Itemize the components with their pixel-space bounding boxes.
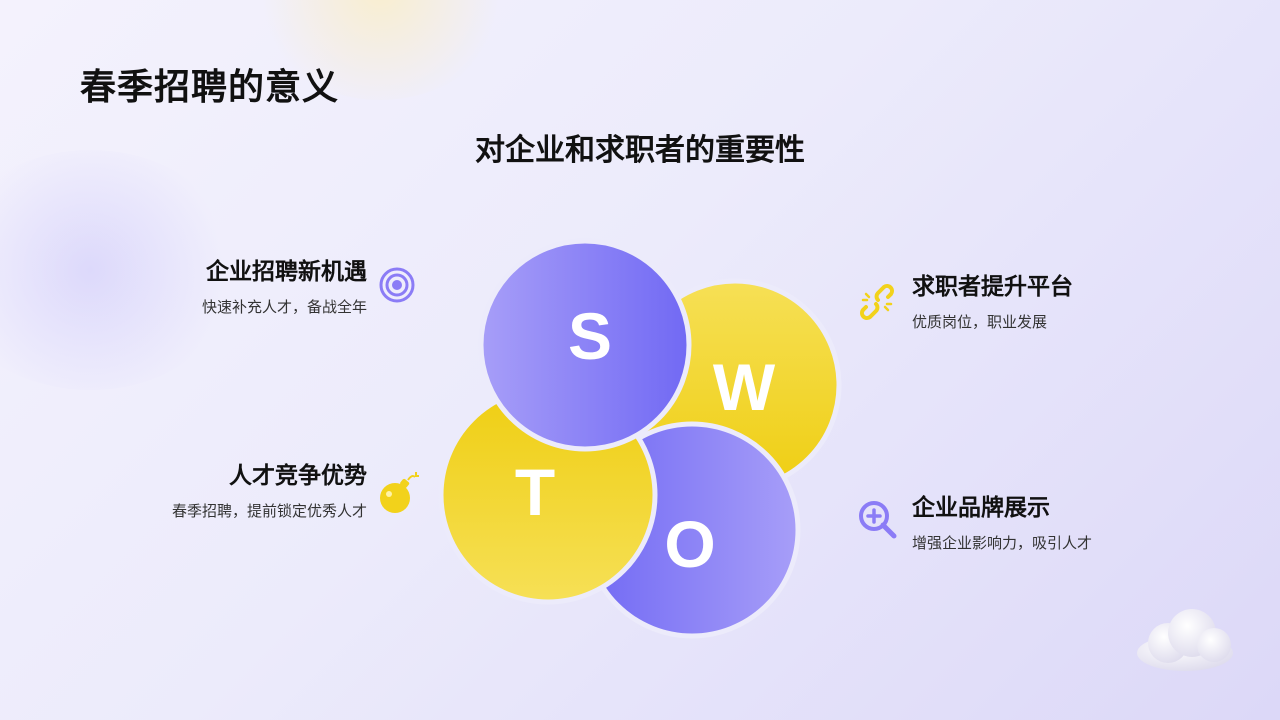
item-jobseeker-platform: 求职者提升平台 优质岗位，职业发展 (912, 267, 1073, 332)
item-heading: 企业招聘新机遇 (206, 259, 367, 285)
item-brand-showcase: 企业品牌展示 增强企业影响力，吸引人才 (912, 488, 1092, 553)
page-title: 春季招聘的意义 (80, 67, 340, 108)
item-desc: 优质岗位，职业发展 (912, 313, 1048, 331)
swot-t-letter: T (515, 455, 555, 529)
target-icon (378, 266, 416, 308)
item-heading: 求职者提升平台 (912, 274, 1073, 300)
zoom-in-icon (858, 500, 898, 544)
swot-w-letter: W (713, 350, 776, 424)
swot-o-letter: O (664, 507, 715, 581)
item-enterprise-opportunity: 企业招聘新机遇 快速补充人才，备战全年 (202, 252, 367, 317)
broken-link-icon (858, 283, 896, 325)
swot-s-letter: S (568, 299, 612, 373)
bomb-icon (377, 470, 421, 520)
cloud-decoration (1130, 605, 1240, 679)
item-heading: 人才竞争优势 (229, 463, 367, 489)
item-desc: 春季招聘，提前锁定优秀人才 (171, 502, 367, 520)
background-glow-purple (0, 150, 240, 390)
swot-diagram: S W T O (420, 225, 860, 649)
item-talent-advantage: 人才竞争优势 春季招聘，提前锁定优秀人才 (172, 456, 367, 521)
page-subtitle: 对企业和求职者的重要性 (475, 133, 805, 168)
item-desc: 增强企业影响力，吸引人才 (912, 534, 1093, 552)
item-desc: 快速补充人才，备战全年 (201, 298, 367, 316)
swot-s-petal (478, 238, 692, 452)
item-heading: 企业品牌展示 (912, 495, 1050, 521)
